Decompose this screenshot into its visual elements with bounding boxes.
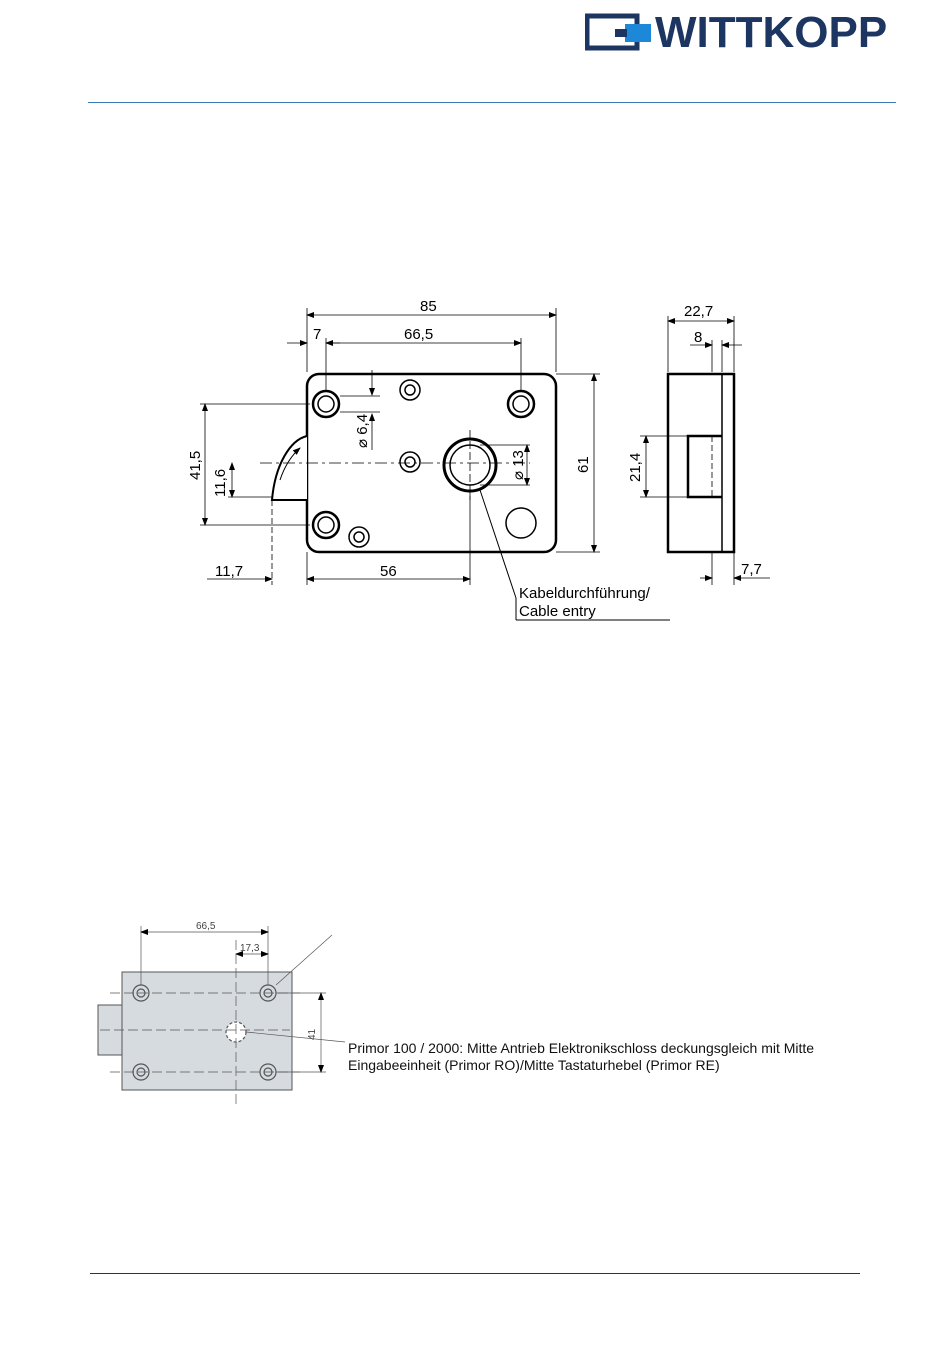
mounting-hole: [313, 512, 339, 538]
mounting-hole: [313, 391, 339, 417]
side-dimension-labels: 22,7 8 21,4 7,7: [627, 303, 762, 578]
dim-bolt-offset: 11,6: [212, 469, 229, 497]
mount-dim-height: 41: [307, 1028, 318, 1040]
dim-side-slot: 21,4: [627, 453, 644, 482]
mount-dim-center-offset: 17,3: [240, 943, 260, 954]
dim-bolt-extension: 11,7: [215, 563, 243, 580]
mounting-hole: [508, 391, 534, 417]
screw: [349, 527, 369, 547]
mounting-hole: [506, 508, 536, 538]
dim-center-distance: 56: [380, 563, 397, 580]
dim-bolt-height: 41,5: [187, 451, 204, 480]
mounting-view: 66,5 17,3 41: [98, 921, 345, 1105]
dim-height: 61: [575, 456, 592, 473]
dim-overall-width: 85: [420, 298, 437, 315]
dim-hole-spacing: 66,5: [404, 326, 433, 343]
mount-dim-hole-spacing: 66,5: [196, 921, 216, 932]
dim-hole-diameter: ⌀ 6,4: [354, 414, 371, 448]
footer-divider: [90, 1273, 860, 1274]
callout-cable-entry-en: Cable entry: [519, 603, 596, 620]
front-dimensions: [200, 308, 670, 620]
side-dimensions: [640, 316, 770, 585]
dim-side-base: 7,7: [741, 561, 762, 578]
lock-side-view: [668, 374, 734, 552]
mounting-note: Primor 100 / 2000: Mitte Antrieb Elektro…: [348, 1040, 888, 1074]
dim-left-offset: 7: [313, 326, 321, 343]
dim-center-hole-diameter: ⌀ 13: [510, 450, 527, 480]
callout-cable-entry-de: Kabeldurchführung/: [519, 585, 651, 602]
dim-side-depth: 22,7: [684, 303, 713, 320]
dim-side-inner: 8: [694, 329, 702, 346]
screw: [400, 380, 420, 400]
screw: [400, 452, 420, 472]
